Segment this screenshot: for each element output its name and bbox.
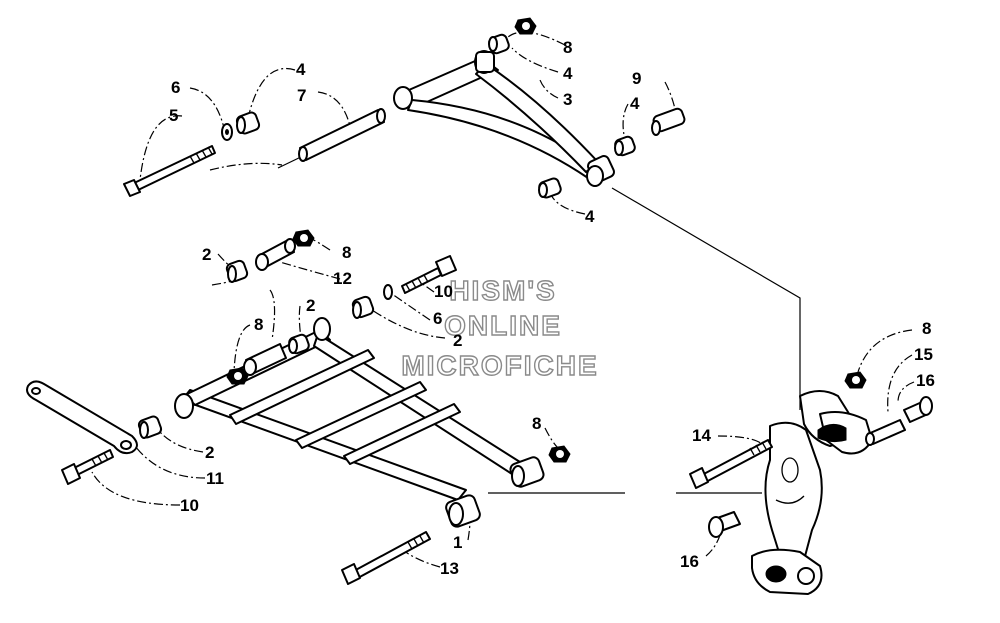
leader-lines (91, 31, 915, 568)
callout-12: 12 (333, 269, 352, 288)
nut-8-b (292, 229, 315, 247)
callout-2: 2 (453, 331, 462, 350)
shaft-7 (298, 108, 386, 162)
upper-a-arm (393, 50, 615, 187)
callout-13: 13 (440, 559, 459, 578)
callout-4: 4 (585, 207, 595, 226)
bushing-2-d (137, 415, 163, 439)
assembly-lines (277, 154, 801, 494)
nut-8-d (548, 445, 571, 463)
callout-14: 14 (692, 426, 711, 445)
bolt-5 (123, 145, 216, 197)
bolt-16-bottom (708, 511, 741, 538)
sleeve-9 (651, 107, 686, 136)
callout-2: 2 (205, 443, 214, 462)
callout-1: 1 (453, 533, 462, 552)
bolt-14 (689, 439, 773, 489)
callout-8: 8 (922, 319, 931, 338)
sleeve-12-b (243, 343, 287, 376)
callout-4: 4 (563, 64, 573, 83)
bolt-10-top (401, 255, 457, 294)
bolt-13 (341, 531, 431, 585)
bushing-4-lower (538, 177, 562, 199)
callout-8: 8 (254, 315, 263, 334)
callout-11: 11 (206, 469, 224, 488)
callout-6: 6 (171, 78, 180, 97)
washer-6 (221, 123, 233, 141)
lower-arm-hardware (26, 229, 571, 585)
callout-8: 8 (342, 243, 351, 262)
bushing-4-top (488, 33, 510, 55)
bushing-4-left (235, 111, 261, 135)
spindle (751, 390, 873, 595)
bolt-16-top (903, 396, 933, 423)
callout-16: 16 (916, 371, 935, 390)
watermark-line-1: HISM'S (449, 275, 556, 306)
upper-arm-hardware (123, 17, 686, 199)
lower-arm-bushing-rear (509, 456, 545, 488)
bushing-2-b (351, 295, 375, 319)
sleeve-12 (255, 238, 296, 271)
washer-6-b (383, 284, 393, 300)
lower-arm-bushing-front (445, 494, 481, 528)
link-plate-11 (26, 380, 138, 455)
callout-8: 8 (563, 38, 572, 57)
bolt-10-bottom (61, 449, 114, 485)
callout-6: 6 (433, 309, 442, 328)
watermark: HISM'S ONLINE MICROFICHE (401, 274, 598, 381)
nut-8-top (514, 17, 537, 35)
callout-8: 8 (532, 414, 541, 433)
callout-4: 4 (296, 60, 306, 79)
nut-8-c (226, 367, 249, 385)
bushing-2-a (225, 259, 249, 283)
callout-3: 3 (563, 90, 572, 109)
watermark-line-2: ONLINE (444, 310, 562, 341)
callout-2: 2 (306, 296, 315, 315)
bushing-4-right (614, 135, 636, 157)
callout-4: 4 (630, 94, 640, 113)
callout-9: 9 (632, 69, 641, 88)
callout-10: 10 (180, 496, 199, 515)
callout-10: 10 (434, 282, 453, 301)
callout-7: 7 (297, 86, 306, 105)
nut-8-e (844, 371, 867, 389)
spindle-hardware (689, 371, 933, 538)
callout-15: 15 (914, 345, 933, 364)
bushing-2-c (288, 333, 310, 355)
watermark-line-3: MICROFICHE (401, 350, 598, 381)
callout-5: 5 (169, 106, 178, 125)
callout-16: 16 (680, 552, 699, 571)
callout-2: 2 (202, 245, 211, 264)
callout-labels: 8 4 3 9 4 4 4 6 7 5 2 8 12 10 2 6 8 2 8 … (169, 38, 935, 578)
sleeve-15 (865, 419, 906, 446)
